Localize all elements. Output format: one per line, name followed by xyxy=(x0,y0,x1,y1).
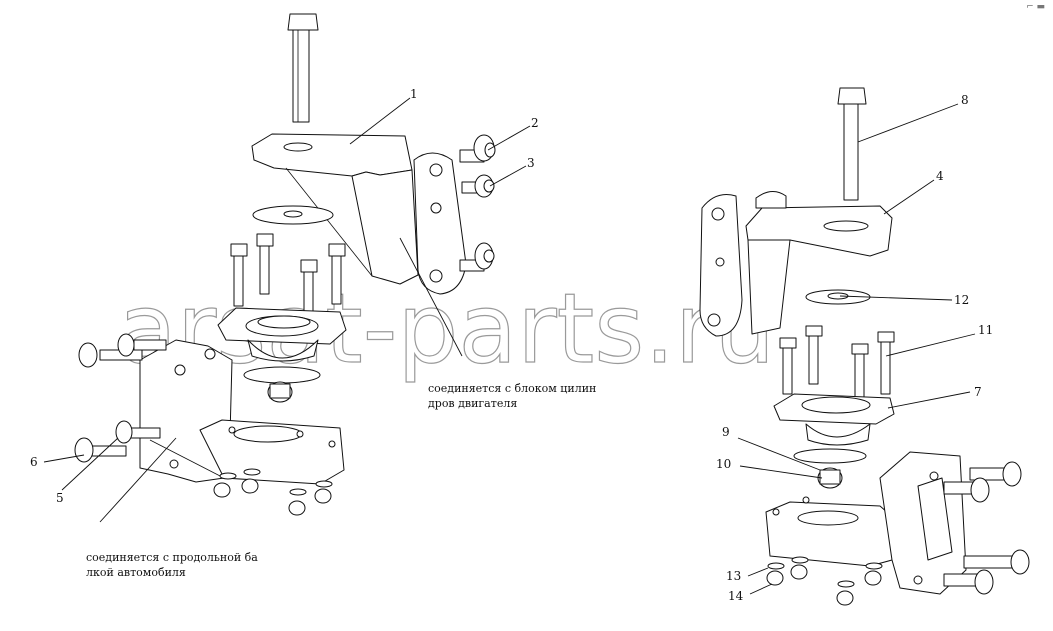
right-bolts-11 xyxy=(779,325,895,401)
callout-11: 11 xyxy=(978,323,993,337)
left-cushion-flange xyxy=(217,307,347,403)
callout-9: 9 xyxy=(722,425,730,439)
right-side-bolts xyxy=(943,461,1030,595)
left-upper-washer xyxy=(252,205,334,225)
upper-bracket-part-1 xyxy=(251,133,419,285)
right-top-bolt xyxy=(837,87,867,201)
callout-10: 10 xyxy=(716,457,731,471)
note-engine-line-1: соединяется с блоком цилин xyxy=(428,382,597,395)
note-frame-rail: соединяется с продольной ба лкой автомоб… xyxy=(86,550,258,580)
callout-12: 12 xyxy=(954,293,969,307)
note-engine-block: соединяется с блоком цилин дров двигател… xyxy=(428,381,596,411)
left-assembly xyxy=(74,13,496,516)
side-bolt-2 xyxy=(459,134,496,163)
left-nuts xyxy=(213,468,333,516)
callout-5: 5 xyxy=(56,491,64,505)
left-cushion-bolts xyxy=(230,233,346,319)
right-nuts-13-14 xyxy=(766,556,883,606)
callout-7: 7 xyxy=(974,385,982,399)
upper-bracket-part-4 xyxy=(745,191,893,335)
leader-lines xyxy=(43,97,976,595)
callout-8: 8 xyxy=(961,93,969,107)
side-bolt-lower xyxy=(459,242,495,272)
callout-14: 14 xyxy=(728,589,744,603)
callout-2: 2 xyxy=(531,116,539,130)
callout-3: 3 xyxy=(527,156,535,170)
right-link-plate xyxy=(699,194,743,337)
right-assembly xyxy=(699,87,1030,606)
note-engine-line-2: дров двигателя xyxy=(428,397,518,410)
callout-13: 13 xyxy=(726,569,741,583)
callout-4: 4 xyxy=(936,169,944,183)
callout-labels: 1 2 3 4 5 6 7 8 9 10 11 12 13 14 xyxy=(30,87,993,603)
corner-mark: ⌐ ▬ xyxy=(1026,2,1045,12)
note-frame-line-2: лкой автомобиля xyxy=(86,566,186,579)
note-frame-line-1: соединяется с продольной ба xyxy=(86,551,258,564)
base-bracket-part-5 xyxy=(139,339,345,485)
right-cushion-flange-7 xyxy=(773,393,895,489)
side-bolt-3 xyxy=(461,174,495,198)
callout-6: 6 xyxy=(30,455,38,469)
base-side-bolts xyxy=(74,333,167,463)
callout-1: 1 xyxy=(410,87,418,101)
left-top-bolt xyxy=(287,13,319,123)
left-link-plate xyxy=(413,152,467,295)
